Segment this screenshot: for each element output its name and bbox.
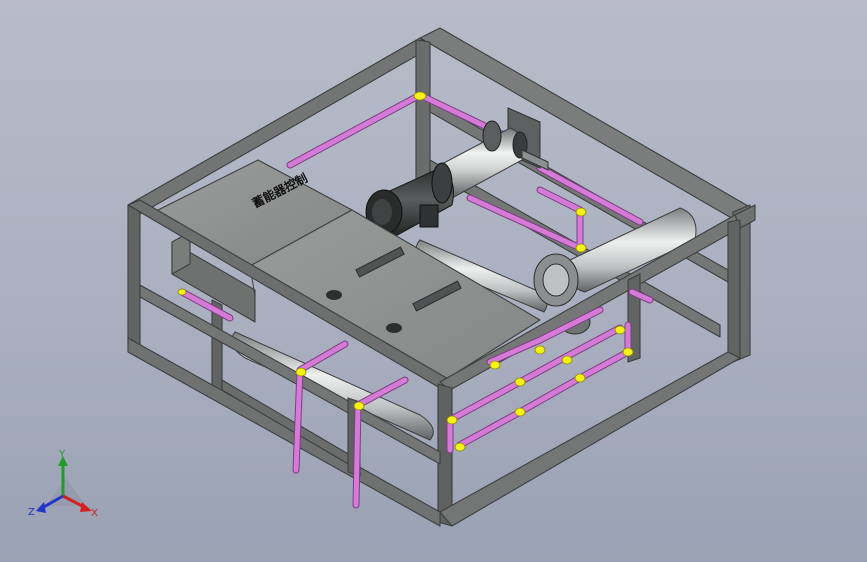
pipe-joint: [489, 360, 501, 370]
coordinate-triad: Y X Z: [28, 449, 98, 519]
outlet-pipe: [629, 289, 653, 303]
triad-y-arrow: [58, 456, 68, 466]
rear-piping: [286, 91, 644, 253]
triad-x-label: X: [91, 508, 98, 519]
triad-z-arrow: [36, 502, 46, 513]
pipe-joint: [575, 243, 587, 253]
pipe-joint: [561, 355, 573, 365]
mid-pipe-loop: [467, 187, 583, 251]
rear-pipe-right: [537, 165, 643, 225]
pipe-joint: [353, 401, 365, 411]
pipe-joint: [534, 345, 546, 355]
pipe-joint: [177, 288, 187, 296]
pipe-joint: [454, 442, 466, 452]
pump-flange: [482, 120, 502, 152]
triad-y-label: Y: [58, 449, 66, 460]
triad-z-label: Z: [28, 507, 35, 518]
pipe-joint: [575, 207, 587, 217]
pump-assembly[interactable]: [438, 107, 549, 199]
pipe-joint: [295, 367, 307, 377]
plate-hole: [386, 323, 402, 333]
front-mid-rail: [139, 284, 441, 465]
pipe-joint: [413, 91, 427, 101]
front-piping: [177, 288, 654, 509]
triad-z-axis: [41, 494, 64, 510]
manifold-branch: [487, 307, 603, 365]
motor-endcap: [372, 199, 392, 225]
pipe-joint: [622, 347, 634, 357]
pipe-joint: [446, 415, 458, 425]
cabinet-conduit: [179, 289, 233, 321]
nameplate: [412, 280, 462, 312]
pipe-joint: [514, 377, 526, 387]
plate-hole: [326, 290, 342, 300]
pipe-joint: [574, 373, 586, 383]
pipe-joint: [614, 325, 626, 335]
front-right-post: [727, 219, 741, 363]
frame-front: [127, 199, 741, 527]
pump-shaft: [521, 149, 549, 171]
accumulator-right-flange-inner: [542, 263, 570, 297]
nameplate: [355, 246, 405, 278]
motor-flange: [431, 162, 453, 204]
front-right-lower-rail: [439, 351, 741, 527]
pipe-joint: [514, 407, 526, 417]
motor-terminal-box: [419, 204, 439, 228]
triad-x-arrow: [80, 502, 92, 512]
front-left-post: [127, 204, 141, 353]
